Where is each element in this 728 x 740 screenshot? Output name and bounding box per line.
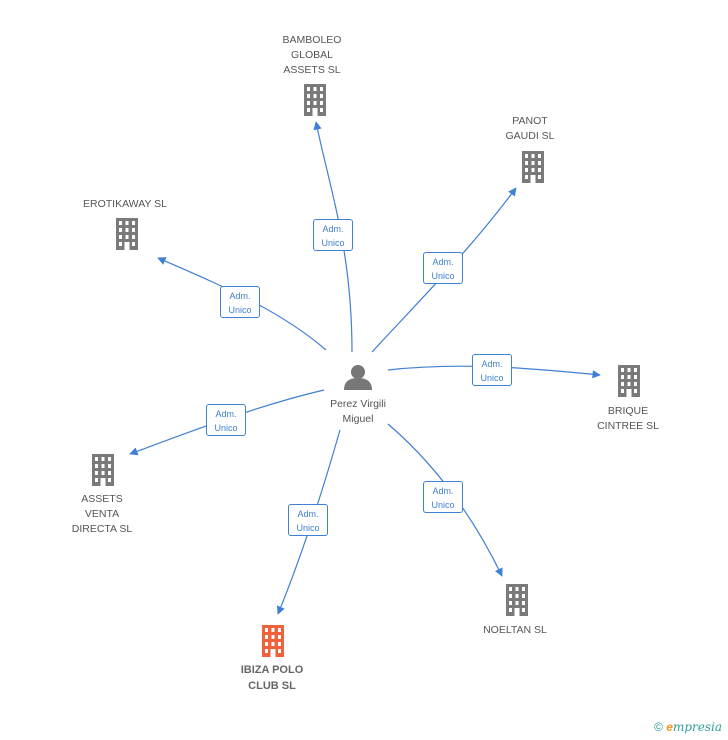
role-label-erotikaway: Adm.Unico (220, 286, 260, 318)
role-label-bamboleo: Adm.Unico (313, 219, 353, 251)
role-label-ibiza: Adm.Unico (288, 504, 328, 536)
brand-logo-e: e (666, 720, 673, 734)
role-label-noeltan: Adm.Unico (423, 481, 463, 513)
building-icon-noeltan[interactable] (506, 584, 528, 616)
footer-brand: © empresia (654, 720, 722, 734)
role-label-assets-venta: Adm.Unico (206, 404, 246, 436)
copyright-icon: © (654, 720, 663, 734)
role-label-brique: Adm.Unico (472, 354, 512, 386)
building-icon-bamboleo[interactable] (304, 84, 326, 116)
building-icon-brique[interactable] (618, 365, 640, 397)
brand-name: mpresia (672, 720, 722, 734)
building-icon-panot[interactable] (522, 151, 544, 183)
company-label-noeltan[interactable]: NOELTAN SL (483, 624, 547, 636)
role-label-panot: Adm.Unico (423, 252, 463, 284)
building-icon-erotikaway[interactable] (116, 218, 138, 250)
company-label-erotikaway[interactable]: EROTIKAWAY SL (82, 198, 168, 210)
building-icon-assets-venta[interactable] (92, 454, 114, 486)
person-icon[interactable] (344, 365, 372, 390)
building-icon-ibiza[interactable] (262, 625, 284, 657)
